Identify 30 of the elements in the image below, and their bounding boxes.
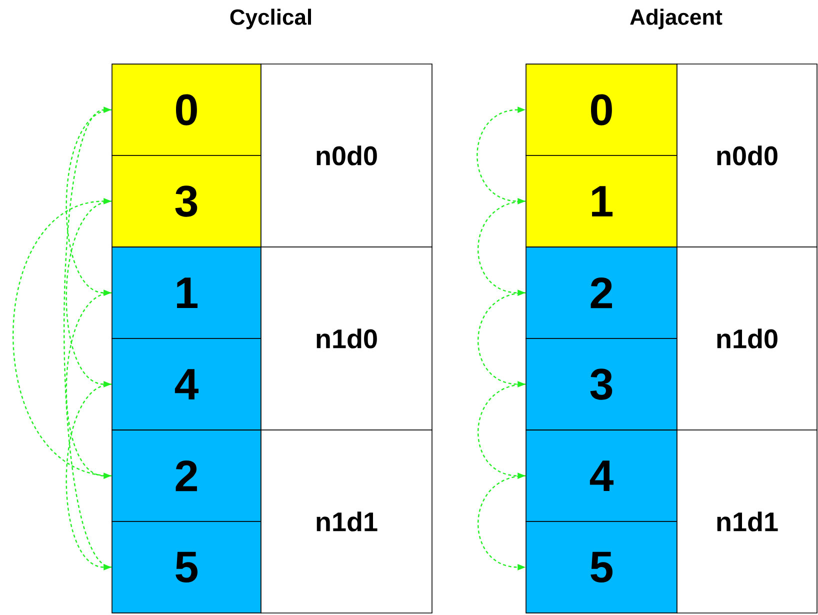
curved-arrow <box>478 475 526 570</box>
number-cell: 4 <box>112 338 262 430</box>
panel-title: Cyclical <box>230 8 312 30</box>
number-cell: 3 <box>112 155 262 248</box>
group-box: n1d1 <box>676 430 818 614</box>
number-cell: 0 <box>526 64 678 156</box>
number-cell: 5 <box>526 521 678 614</box>
curved-arrow <box>66 200 112 388</box>
number-cell: 1 <box>526 155 678 248</box>
number-cell: 1 <box>112 246 262 339</box>
curved-arrow <box>66 109 112 296</box>
curved-arrow <box>478 384 526 479</box>
number-cell: 0 <box>112 64 262 156</box>
group-box: n0d0 <box>260 64 432 248</box>
group-box: n0d0 <box>676 64 818 248</box>
curved-arrow <box>12 198 112 476</box>
panel-title: Adjacent <box>630 8 722 30</box>
curved-arrow <box>66 292 112 479</box>
number-cell: 3 <box>526 338 678 430</box>
number-cell: 2 <box>112 430 262 522</box>
number-cell: 4 <box>526 430 678 522</box>
curved-arrow <box>64 106 112 568</box>
group-box: n1d0 <box>676 246 818 430</box>
curved-arrow <box>478 200 526 296</box>
group-box: n1d0 <box>260 246 432 430</box>
group-box: n1d1 <box>260 430 432 614</box>
number-cell: 2 <box>526 246 678 339</box>
curved-arrow <box>478 292 526 388</box>
number-cell: 5 <box>112 521 262 614</box>
curved-arrow <box>66 384 112 570</box>
